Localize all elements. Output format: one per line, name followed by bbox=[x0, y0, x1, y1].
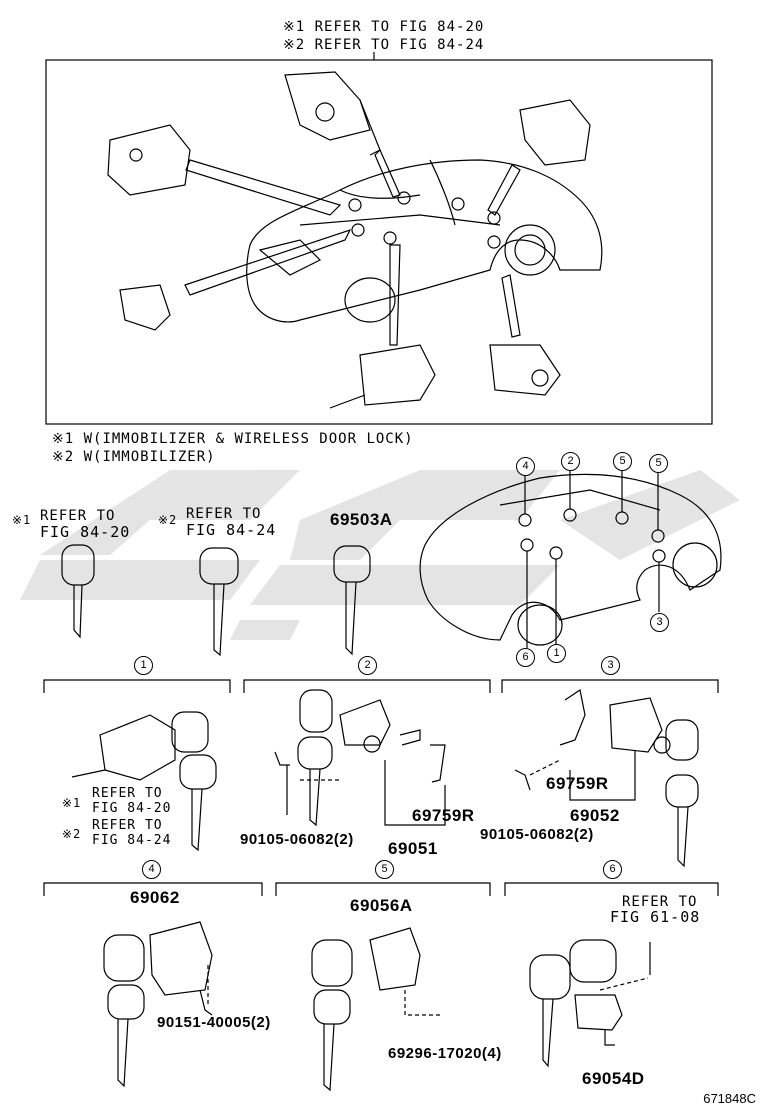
header-note-1: ※1 REFER TO FIG 84-20 bbox=[283, 19, 485, 35]
top-part-door-lock-cylinder bbox=[284, 71, 381, 156]
s3-door-lock-drawing bbox=[514, 689, 699, 868]
top-part-side-lock bbox=[489, 344, 561, 396]
callout-1-bottom: 1 bbox=[547, 644, 566, 663]
callout-5a-top: 5 bbox=[613, 452, 632, 471]
s4-bolt: 90151-40005(2) bbox=[157, 1014, 271, 1031]
s1-note1-b: FIG 84-20 bbox=[92, 801, 172, 816]
key2-mark: ※2 bbox=[158, 513, 178, 527]
s1-ignition-drawing bbox=[71, 711, 217, 852]
legend-line-1: ※1 W(IMMOBILIZER & WIRELESS DOOR LOCK) bbox=[52, 431, 414, 447]
s2-door-lock-drawing bbox=[274, 689, 446, 827]
key2-ref-line1: REFER TO bbox=[186, 506, 262, 522]
s6-ref-b: FIG 61-08 bbox=[610, 908, 701, 926]
section-5-marker: 5 bbox=[375, 860, 394, 879]
callout-2-top: 2 bbox=[561, 452, 580, 471]
s4-lock-drawing bbox=[103, 921, 213, 1088]
s2-part-b: 69051 bbox=[388, 839, 438, 858]
section-4-marker: 4 bbox=[142, 860, 161, 879]
callout-5b-top: 5 bbox=[649, 454, 668, 473]
key1-mark: ※1 bbox=[12, 513, 32, 527]
s1-note2-b: FIG 84-24 bbox=[92, 833, 172, 848]
top-part-trunk-lock bbox=[107, 124, 191, 196]
s5-part: 69056A bbox=[350, 896, 413, 915]
top-part-ignition bbox=[329, 344, 436, 409]
s5-lock-drawing bbox=[311, 927, 440, 1092]
s4-part: 69062 bbox=[130, 888, 180, 907]
section-brackets-row1 bbox=[43, 679, 719, 693]
key1-ref-line2: FIG 84-20 bbox=[40, 523, 131, 541]
callout-4-top: 4 bbox=[516, 457, 535, 476]
middle-car-drawing bbox=[419, 473, 722, 646]
s1-note1-a: REFER TO bbox=[92, 786, 163, 801]
callout-3-bottom: 3 bbox=[650, 613, 669, 632]
figure-code: 671848C bbox=[703, 1091, 756, 1106]
top-callout-circles bbox=[348, 191, 501, 249]
section-brackets-row2 bbox=[43, 882, 719, 896]
s3-bolt: 90105-06082(2) bbox=[480, 826, 594, 843]
section-2-marker: 2 bbox=[358, 656, 377, 675]
s1-note2-a: REFER TO bbox=[92, 818, 163, 833]
key-drawing-1 bbox=[61, 544, 95, 639]
s2-bolt: 90105-06082(2) bbox=[240, 831, 354, 848]
s1-note2-mark: ※2 bbox=[62, 827, 82, 841]
key-drawing-2 bbox=[199, 547, 239, 657]
s1-note1-mark: ※1 bbox=[62, 796, 82, 810]
s6-ref-a: REFER TO bbox=[622, 894, 698, 910]
middle-callout-dots bbox=[518, 470, 666, 648]
key2-ref-line2: FIG 84-24 bbox=[186, 521, 277, 539]
top-part-glove-lock bbox=[119, 284, 171, 331]
legend-line-2: ※2 W(IMMOBILIZER) bbox=[52, 449, 216, 465]
top-part-right-lock bbox=[519, 99, 591, 166]
header-note-2: ※2 REFER TO FIG 84-24 bbox=[283, 37, 485, 53]
s6-part: 69054D bbox=[582, 1069, 645, 1088]
s5-bolt: 69296-17020(4) bbox=[388, 1045, 502, 1062]
overview-frame bbox=[45, 59, 713, 425]
section-3-marker: 3 bbox=[601, 656, 620, 675]
s3-part-b: 69052 bbox=[570, 806, 620, 825]
key1-ref-line1: REFER TO bbox=[40, 508, 116, 524]
s3-part-a: 69759R bbox=[546, 774, 609, 793]
key-drawing-3 bbox=[333, 545, 371, 656]
callout-6-bottom: 6 bbox=[516, 648, 535, 667]
section-1-marker: 1 bbox=[134, 656, 153, 675]
key3-part-number: 69503A bbox=[330, 510, 393, 529]
s2-part-a: 69759R bbox=[412, 806, 475, 825]
section-6-marker: 6 bbox=[603, 860, 622, 879]
s6-lock-drawing bbox=[529, 939, 651, 1068]
top-car-drawing bbox=[246, 159, 603, 323]
